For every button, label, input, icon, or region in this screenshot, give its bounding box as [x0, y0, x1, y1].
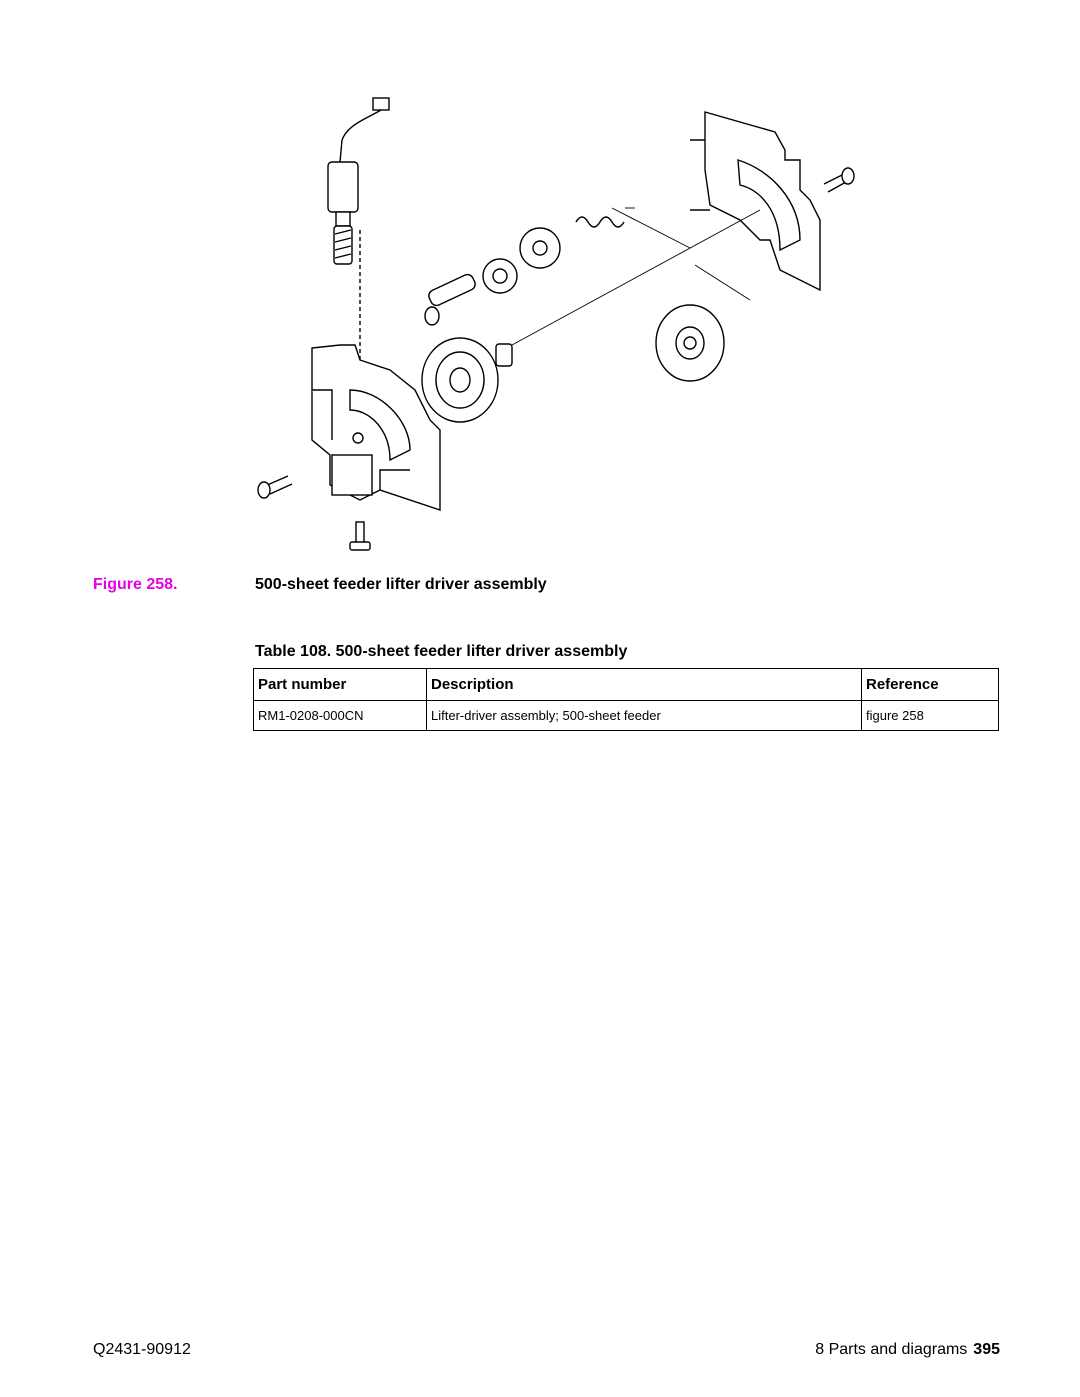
motor-body — [327, 161, 359, 213]
cell-reference-link[interactable]: figure 258 — [861, 700, 999, 731]
shaft — [428, 273, 476, 307]
section-title: 8 Parts and diagrams — [815, 1341, 968, 1358]
lifter-driver-exploded-diagram — [257, 97, 855, 551]
footer-section: 8 Parts and diagrams 395 — [815, 1341, 1000, 1359]
gear-frame — [704, 111, 821, 292]
figure-caption: 500-sheet feeder lifter driver assembly — [255, 576, 547, 593]
header-description: Description — [426, 668, 862, 701]
figure-label: Figure 258. — [93, 576, 178, 593]
connector-plug — [372, 97, 390, 111]
doc-number: Q2431-90912 — [93, 1341, 191, 1358]
header-reference: Reference — [861, 668, 999, 701]
header-part-number: Part number — [253, 668, 427, 701]
cable — [339, 109, 382, 163]
motor-shaft — [335, 211, 351, 227]
screw-bottom — [355, 521, 365, 545]
cell-part-number: RM1-0208-000CN — [253, 700, 427, 731]
table-caption: Table 108. 500-sheet feeder lifter drive… — [255, 643, 628, 660]
page-number: 395 — [973, 1341, 1000, 1358]
parts-table: Part number Description Reference RM1-02… — [253, 668, 999, 731]
screw-right — [823, 173, 847, 193]
table-row: RM1-0208-000CN Lifter-driver assembly; 5… — [253, 700, 999, 731]
cell-description: Lifter-driver assembly; 500-sheet feeder — [426, 700, 862, 731]
table-header-row: Part number Description Reference — [253, 668, 999, 701]
spring — [575, 216, 625, 228]
